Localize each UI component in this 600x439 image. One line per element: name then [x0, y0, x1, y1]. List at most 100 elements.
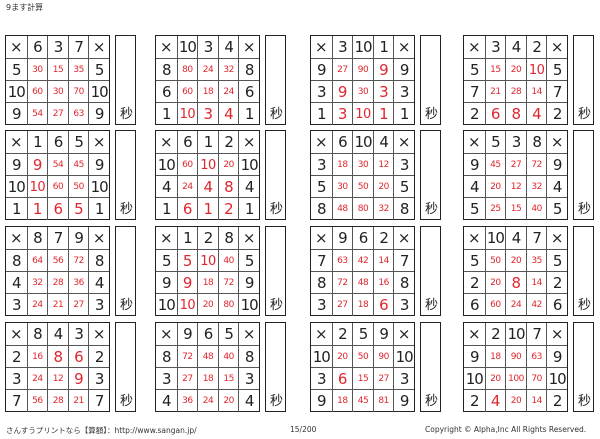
- grid-cell: 9: [311, 390, 332, 412]
- top-number: 10: [354, 133, 372, 151]
- footer-page-number: 15/200: [290, 425, 317, 434]
- answer-value: 81: [378, 396, 389, 406]
- answer-value: 24: [510, 300, 522, 310]
- times-symbol: ×: [468, 38, 481, 56]
- grid-cell: 8: [26, 323, 48, 345]
- grid-cell: 4: [6, 272, 27, 294]
- seconds-label: 秒: [425, 107, 439, 122]
- grid-cell: ×: [88, 36, 109, 58]
- answer-value: 10: [200, 157, 216, 173]
- grid-cell: 6: [176, 131, 198, 153]
- top-number: 10: [354, 38, 372, 56]
- grid-cell: 8: [88, 250, 109, 272]
- grid-cell: 6: [156, 81, 177, 103]
- answer-value: 30: [32, 65, 43, 75]
- top-number: 10: [486, 229, 505, 247]
- side-number: 4: [244, 392, 254, 410]
- seconds-label: 秒: [578, 394, 592, 409]
- times-symbol: ×: [397, 133, 411, 151]
- grid-cell: 72: [217, 272, 239, 294]
- seconds-label: 秒: [578, 107, 592, 122]
- times-symbol: ×: [10, 38, 23, 56]
- side-number: 2: [552, 105, 562, 123]
- grid-cell: 8: [505, 103, 526, 125]
- grid-cell: 3: [88, 368, 109, 390]
- answer-value: 40: [531, 204, 542, 214]
- grid-cell: 2: [484, 323, 506, 345]
- answer-value: 16: [378, 278, 389, 288]
- grid-cell: 2: [546, 103, 567, 125]
- seconds-label: 秒: [270, 202, 284, 217]
- top-number: 3: [338, 38, 347, 56]
- grid-cell: 9: [372, 323, 394, 345]
- grid-cell: 4: [484, 390, 506, 412]
- answer-value: 15: [510, 204, 522, 214]
- grid-cell: 8: [311, 198, 332, 220]
- top-number: 9: [74, 229, 83, 247]
- grid-cell: 4: [464, 176, 485, 198]
- side-number: 3: [399, 370, 409, 388]
- answer-value: 4: [224, 105, 234, 123]
- grid-cell: 50: [352, 346, 373, 368]
- grid-cell: 70: [525, 368, 547, 390]
- grid-cell: 10: [505, 323, 526, 345]
- grid-cell: 1: [393, 103, 414, 125]
- times-symbol: ×: [242, 38, 256, 56]
- seconds-label: 秒: [270, 298, 284, 313]
- side-number: 9: [94, 105, 104, 123]
- answer-value: 9: [74, 370, 84, 388]
- answer-value: 63: [531, 352, 542, 362]
- grid-cell: 50: [352, 176, 373, 198]
- grid-cell: ×: [238, 131, 259, 153]
- grid-cell: 20: [484, 176, 506, 198]
- grid-cell: 5: [546, 59, 567, 81]
- answer-value: 27: [337, 300, 348, 310]
- grid-cell: 9: [238, 272, 259, 294]
- grid-cell: 8: [6, 250, 27, 272]
- grid-cell: 9: [546, 346, 567, 368]
- answer-value: 42: [531, 300, 542, 310]
- side-number: 4: [244, 178, 254, 196]
- top-number: 3: [74, 325, 83, 343]
- grid-cell: 4: [217, 103, 239, 125]
- answer-value: 6: [379, 296, 389, 314]
- grid-cell: 27: [331, 294, 353, 316]
- side-number: 8: [317, 274, 326, 292]
- grid-cell: ×: [88, 323, 109, 345]
- answer-value: 14: [378, 256, 389, 266]
- grid-cell: 9: [6, 154, 27, 176]
- answer-value: 80: [223, 300, 234, 310]
- top-number: 5: [74, 133, 83, 151]
- top-number: 1: [183, 229, 192, 247]
- side-number: 10: [157, 156, 176, 174]
- grid-cell: 32: [26, 272, 48, 294]
- grid-cell: ×: [546, 131, 567, 153]
- answer-value: 1: [203, 200, 213, 218]
- grid-cell: 4: [546, 176, 567, 198]
- footer-site-text: さんすうプリントなら【算額】：http://www.sangan.jp/: [6, 426, 197, 435]
- grid-cell: 3: [505, 131, 526, 153]
- answer-value: 100: [508, 374, 524, 384]
- grid-cell: 5: [484, 131, 506, 153]
- side-number: 9: [94, 156, 104, 174]
- grid-cell: 8: [393, 198, 414, 220]
- answer-value: 27: [378, 374, 389, 384]
- side-number: 3: [244, 370, 254, 388]
- answer-value: 90: [357, 65, 369, 75]
- grid-cell: ×: [156, 227, 177, 249]
- side-number: 1: [399, 105, 409, 123]
- answer-value: 18: [202, 87, 214, 97]
- grid-cell: 4: [197, 176, 218, 198]
- answer-value: 20: [490, 182, 501, 192]
- top-number: 7: [532, 325, 541, 343]
- answer-value: 42: [357, 256, 369, 266]
- side-number: 9: [12, 105, 21, 123]
